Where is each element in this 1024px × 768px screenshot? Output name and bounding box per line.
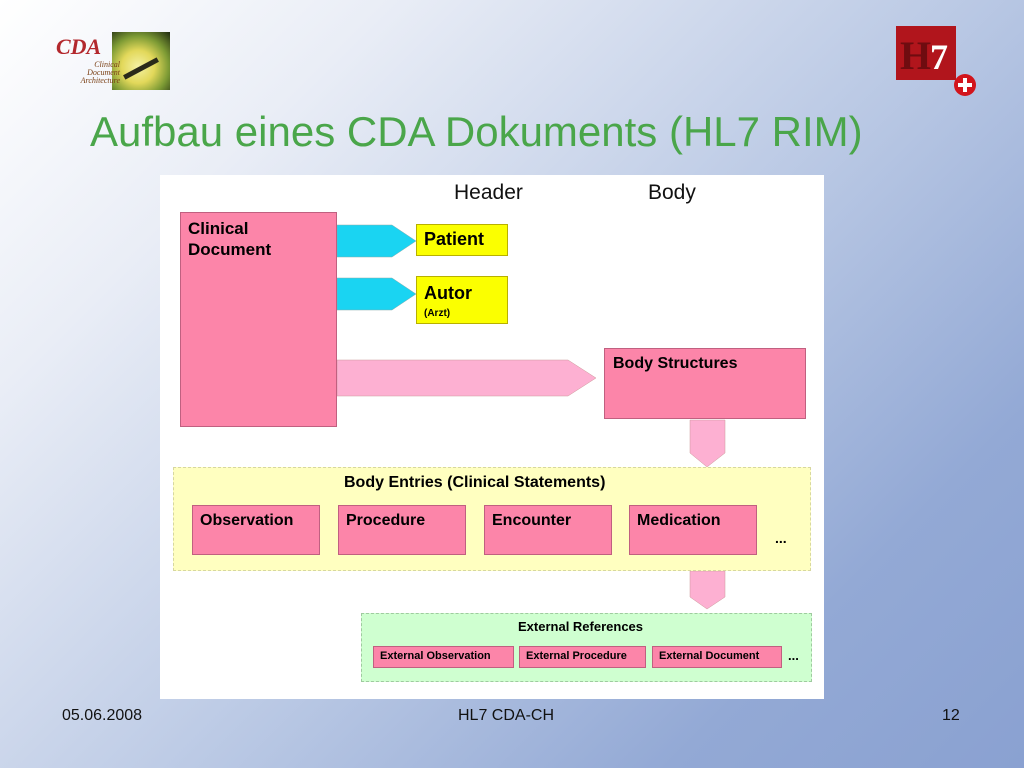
entry-procedure: Procedure bbox=[338, 505, 466, 555]
diagram-arrows bbox=[336, 224, 726, 610]
entry-label: Observation bbox=[200, 512, 294, 529]
body-entries-title: Body Entries (Clinical Statements) bbox=[344, 474, 606, 491]
hl7-logo-h: H bbox=[900, 33, 932, 78]
hl7-logo-box bbox=[896, 26, 956, 80]
body-structures-label: Body Structures bbox=[613, 355, 738, 372]
entry-label: Medication bbox=[637, 512, 721, 529]
cda-structure-diagram: Header Body Clinical Document Patient Au… bbox=[160, 175, 824, 699]
body-entries-panel: Body Entries (Clinical Statements) Obser… bbox=[173, 467, 811, 571]
body-arrow bbox=[336, 359, 597, 397]
autor-label: Autor bbox=[424, 283, 472, 303]
entry-label: Procedure bbox=[346, 512, 426, 529]
cda-logo-word: CDA bbox=[56, 34, 102, 59]
cda-logo-subtitle: Clinical Document Architecture bbox=[80, 60, 120, 85]
entries-ellipsis: ... bbox=[775, 530, 787, 546]
entry-encounter: Encounter bbox=[484, 505, 612, 555]
external-references-title: External References bbox=[518, 619, 644, 634]
down-arrow-external bbox=[689, 570, 726, 610]
hl7-logo-7: 7 bbox=[930, 37, 948, 77]
cda-logo: CDA Clinical Document Architecture bbox=[52, 32, 170, 90]
clinical-document-label: Clinical Document bbox=[188, 219, 272, 259]
clinical-document-box: Clinical Document bbox=[180, 212, 337, 427]
external-label: External Observation bbox=[380, 650, 491, 662]
external-document-box: External Document bbox=[652, 646, 782, 668]
footer-center: HL7 CDA-CH bbox=[458, 707, 555, 724]
entry-observation: Observation bbox=[192, 505, 320, 555]
patient-arrow bbox=[336, 224, 417, 258]
footer-date: 05.06.2008 bbox=[62, 707, 143, 724]
swiss-flag-icon bbox=[954, 74, 976, 96]
external-label: External Document bbox=[659, 650, 760, 662]
cda-logo-image bbox=[112, 32, 170, 90]
body-structures-box: Body Structures bbox=[604, 348, 806, 419]
patient-box: Patient bbox=[416, 224, 508, 256]
external-references-panel: External References External Observation… bbox=[361, 613, 812, 682]
page-number: 12 bbox=[942, 707, 960, 724]
entry-label: Encounter bbox=[492, 512, 572, 529]
external-ellipsis: ... bbox=[788, 648, 799, 663]
autor-sublabel: (Arzt) bbox=[424, 308, 451, 319]
autor-arrow bbox=[336, 277, 417, 311]
autor-box: Autor (Arzt) bbox=[416, 276, 508, 324]
patient-label: Patient bbox=[424, 229, 485, 249]
hl7-logo: H 7 bbox=[896, 26, 978, 98]
entry-medication: Medication bbox=[629, 505, 757, 555]
external-label: External Procedure bbox=[526, 650, 627, 662]
external-observation-box: External Observation bbox=[373, 646, 514, 668]
slide-title: Aufbau eines CDA Dokuments (HL7 RIM) bbox=[90, 108, 863, 155]
down-arrow-entries bbox=[689, 419, 726, 468]
external-procedure-box: External Procedure bbox=[519, 646, 646, 668]
header-label: Header bbox=[454, 181, 523, 204]
body-label: Body bbox=[648, 181, 696, 204]
